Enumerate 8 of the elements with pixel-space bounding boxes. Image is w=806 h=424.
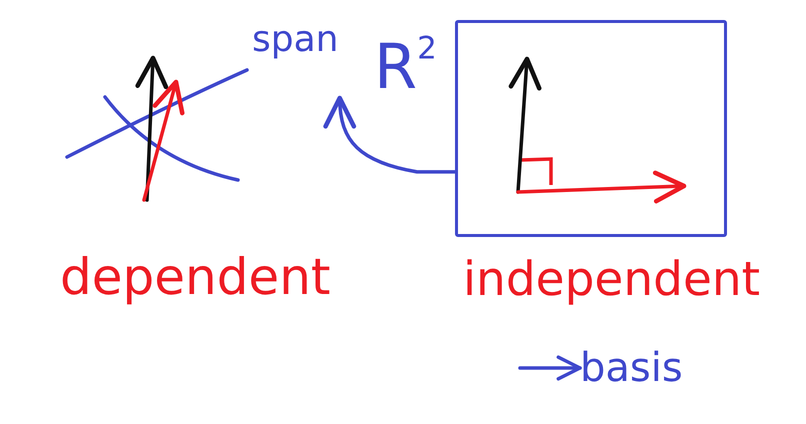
caption-text: independent	[463, 256, 760, 303]
curved-arrow	[324, 96, 457, 174]
arrow	[518, 355, 582, 381]
handwritten-word: basis	[580, 348, 683, 388]
frame-box	[455, 20, 727, 237]
handwritten-word: span	[252, 22, 338, 58]
caption-text: dependent	[60, 252, 330, 302]
math-symbol: R$^{2}$	[374, 36, 437, 98]
